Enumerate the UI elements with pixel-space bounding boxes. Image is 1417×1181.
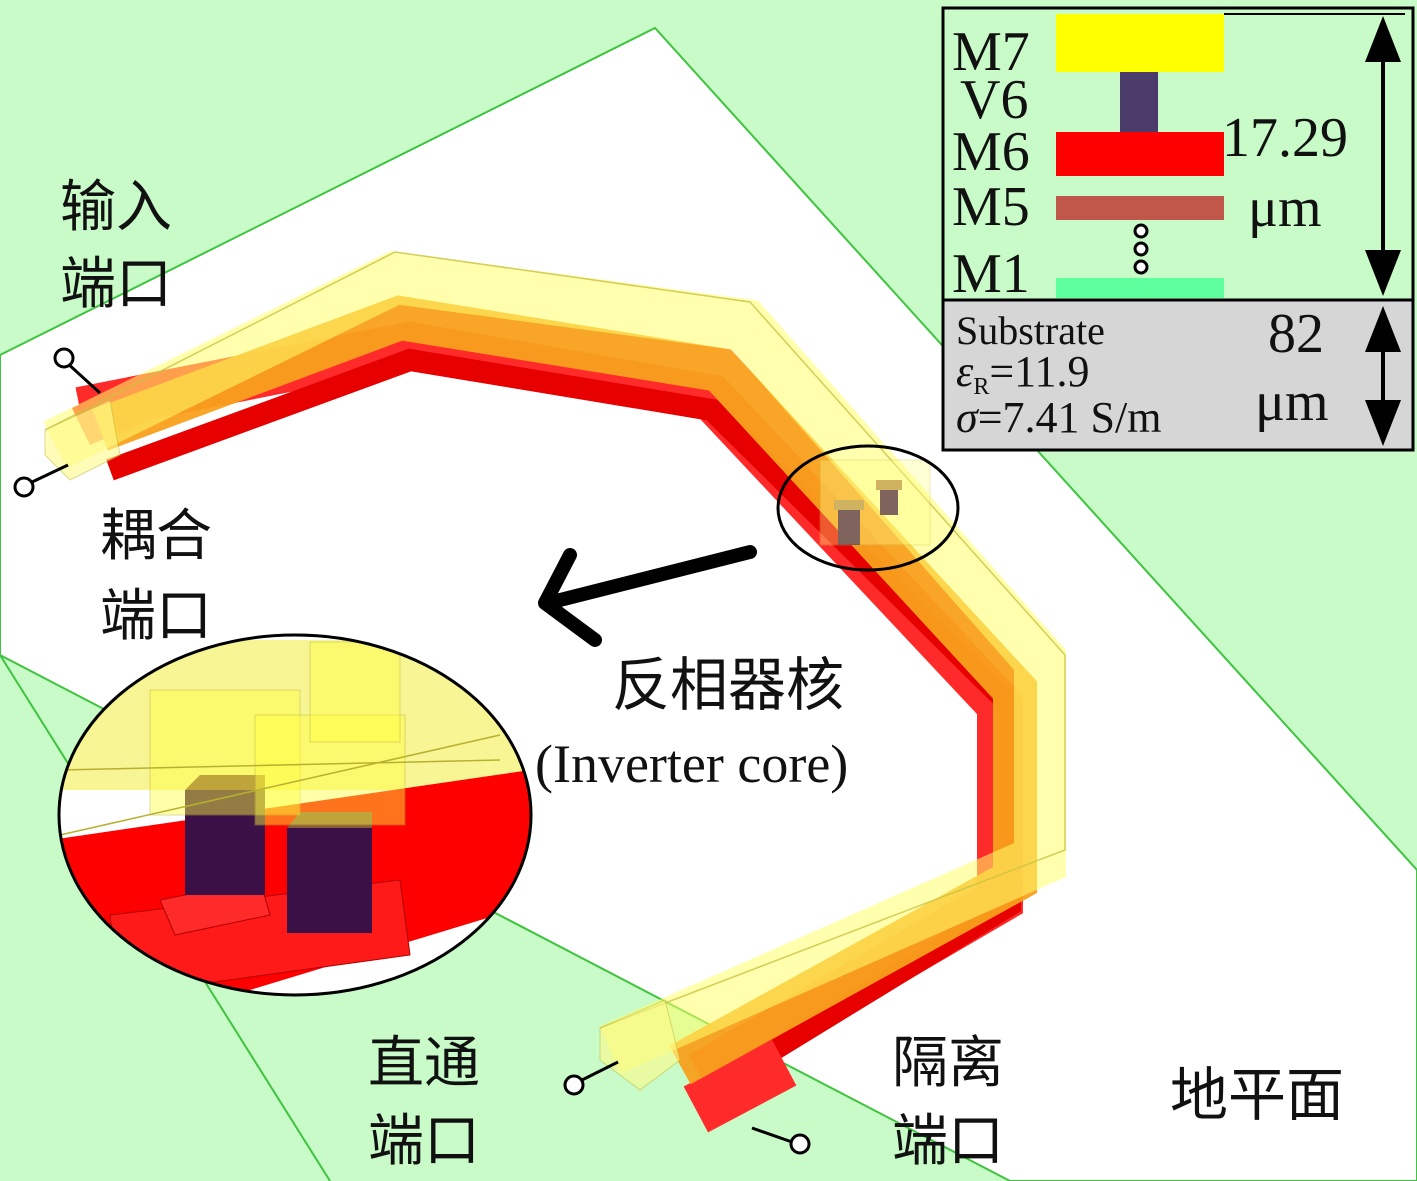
inverter-zoom-view	[57, 633, 533, 997]
m7-swatch	[1056, 14, 1224, 72]
through-port-terminal-icon	[563, 1060, 619, 1096]
inverter-label-cn: 反相器核	[612, 651, 844, 719]
substrate-permittivity: εR=11.9	[956, 347, 1090, 400]
through-port-label-1: 直通	[368, 1031, 480, 1096]
substrate-title: Substrate	[956, 308, 1105, 353]
through-stub	[599, 999, 681, 1091]
input-port-label-2: 端口	[60, 252, 172, 317]
stack-height-arrow-icon	[1365, 16, 1401, 296]
zoom-arrow-icon	[538, 545, 757, 647]
m1-swatch	[1056, 278, 1224, 298]
isolated-port-label-1: 隔离	[892, 1031, 1004, 1096]
v6-swatch	[1120, 72, 1158, 132]
isolated-port-terminal-icon	[751, 1126, 811, 1155]
coupled-port-label-2: 端口	[100, 584, 212, 649]
layer-label-m5: M5	[952, 176, 1030, 238]
input-port-terminal-icon	[53, 347, 102, 395]
through-port-label-2: 端口	[368, 1109, 480, 1174]
m5-swatch	[1056, 196, 1224, 220]
substrate-legend: Substrate εR=11.9 σ=7.41 S/m 82 μm	[941, 298, 1415, 452]
coupler-m7-edge	[44, 251, 1066, 1029]
inverter-label-en: (Inverter core)	[535, 734, 848, 794]
substrate-thickness-value: 82	[1268, 303, 1324, 365]
inverter-core	[819, 459, 931, 546]
substrate-conductivity: σ=7.41 S/m	[956, 393, 1161, 442]
substrate-thickness-unit: μm	[1255, 371, 1329, 433]
ground-plane-label: 地平面	[1170, 1061, 1344, 1129]
isolated-port-label-2: 端口	[892, 1109, 1004, 1174]
stack-height-value: 17.29	[1222, 107, 1348, 169]
layer-label-m7: M7	[952, 21, 1030, 83]
coupled-port-terminal-icon	[13, 463, 69, 498]
input-port-label-1: 输入	[60, 175, 172, 240]
coupled-port-label-1: 耦合	[100, 504, 212, 569]
vertical-dots-icon	[1133, 223, 1149, 275]
m6-swatch	[1056, 132, 1224, 176]
stack-height-unit: μm	[1248, 177, 1322, 239]
metal-stack-legend: M7 V6 M6 M5 M1 17.29 μm	[941, 6, 1415, 305]
substrate-thickness-arrow-icon	[1365, 306, 1401, 446]
inverter-highlight-ring	[776, 444, 960, 572]
layer-label-v6: V6	[960, 69, 1028, 131]
input-stub	[44, 399, 121, 481]
layer-label-m1: M1	[952, 243, 1030, 305]
layer-label-m6: M6	[952, 121, 1030, 183]
